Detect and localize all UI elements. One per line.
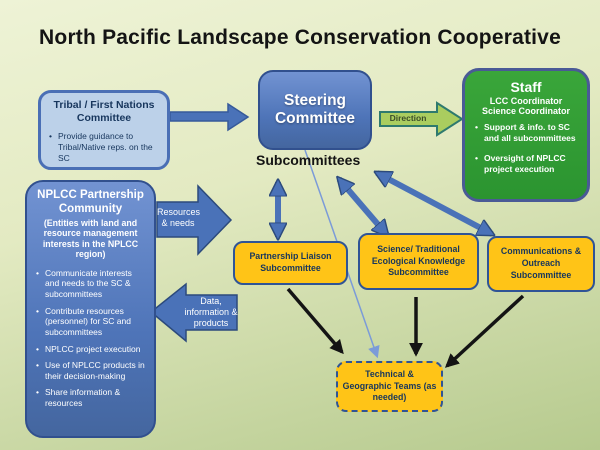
arrow-subcommittees-science xyxy=(339,179,387,235)
direction-arrow-label: Direction xyxy=(389,113,427,123)
steering-committee-box: Steering Committee xyxy=(258,70,372,150)
bullet-item: Use of NPLCC products in their decision-… xyxy=(35,360,146,381)
tribal-box-title: Tribal / First Nations Committee xyxy=(53,99,155,125)
resources-needs-label: Resources & needs xyxy=(157,207,201,228)
partnership-liaison-box: Partnership Liaison Subcommittee xyxy=(233,241,348,285)
tribal-first-nations-box: Tribal / First Nations Committee Provide… xyxy=(38,90,170,170)
communications-outreach-title: Communications & Outreach Subcommittee xyxy=(500,246,582,280)
arrow-tribal-to-steering xyxy=(169,102,250,132)
staff-box-title: Staff xyxy=(510,79,542,95)
bullet-item: Oversight of NPLCC project execution xyxy=(474,153,578,174)
tribal-box-bullets: Provide guidance to Tribal/Native reps. … xyxy=(48,131,160,163)
partnership-liaison-title: Partnership Liaison Subcommittee xyxy=(249,251,332,273)
subcommittees-label: Subcommittees xyxy=(256,152,361,168)
bullet-item: Communicate interests and needs to the S… xyxy=(35,268,146,300)
partnership-community-title: NPLCC Partnership Community xyxy=(37,189,144,215)
arrow-communications-to-technical xyxy=(444,294,525,368)
staff-bullets: Support & info. to SC and all subcommitt… xyxy=(474,122,578,175)
bullet-item: Support & info. to SC and all subcommitt… xyxy=(474,122,578,143)
communications-outreach-box: Communications & Outreach Subcommittee xyxy=(487,236,595,292)
partnership-community-subtitle: (Entities with land and resource managem… xyxy=(42,217,139,260)
data-products-label: Data, information & products xyxy=(184,296,238,328)
steering-committee-title: Steering Committee xyxy=(274,92,356,127)
bullet-item: Contribute resources (personnel) for SC … xyxy=(35,306,146,338)
science-tek-box: Science/ Traditional Ecological Knowledg… xyxy=(358,233,479,290)
staff-box: Staff LCC Coordinator Science Coordinato… xyxy=(462,68,590,202)
technical-geographic-box: Technical & Geographic Teams (as needed) xyxy=(336,361,443,412)
staff-subtitle-science: Science Coordinator xyxy=(481,106,571,116)
technical-geographic-title: Technical & Geographic Teams (as needed) xyxy=(342,368,437,403)
partnership-community-bullets: Communicate interests and needs to the S… xyxy=(35,268,146,409)
bullet-item: Share information & resources xyxy=(35,387,146,408)
staff-subtitle-lcc: LCC Coordinator xyxy=(489,96,563,106)
bullet-item: NPLCC project execution xyxy=(35,344,146,355)
arrow-liaison-to-technical xyxy=(286,287,344,355)
partnership-community-box: NPLCC Partnership Community (Entities wi… xyxy=(25,180,156,438)
page-title: North Pacific Landscape Conservation Coo… xyxy=(39,26,561,49)
science-tek-title: Science/ Traditional Ecological Knowledg… xyxy=(371,243,466,278)
bullet-item: Provide guidance to Tribal/Native reps. … xyxy=(48,131,160,163)
